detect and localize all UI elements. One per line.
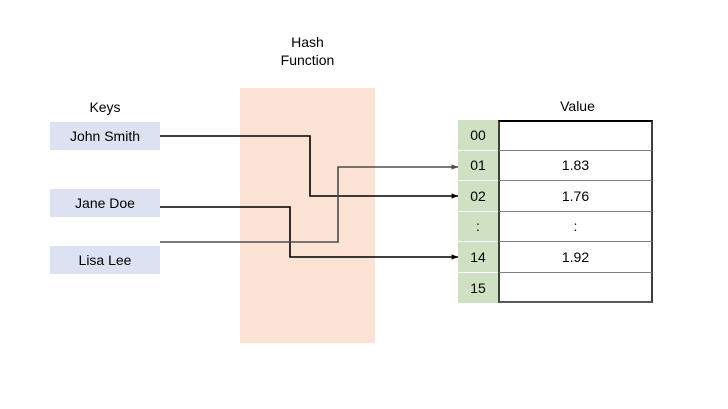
table-row-index: 14 xyxy=(458,242,498,273)
key-box-jane-doe[interactable]: Jane Doe xyxy=(50,189,160,217)
table-row-value: : xyxy=(498,211,653,242)
table-row-index: 02 xyxy=(458,181,498,212)
value-column-header: Value xyxy=(560,98,595,114)
table-row-value: 1.92 xyxy=(498,242,653,273)
table-row-index: 00 xyxy=(458,120,498,151)
table-row-value: 1.76 xyxy=(498,181,653,212)
key-box-john-smith[interactable]: John Smith xyxy=(50,122,160,150)
table-row-value xyxy=(498,120,653,151)
key-box-lisa-lee[interactable]: Lisa Lee xyxy=(50,246,160,274)
table-row-value xyxy=(498,272,653,303)
table-row-index: : xyxy=(458,211,498,242)
hash-table: 00 01 1.83 02 1.76 : : 14 1.92 15 xyxy=(458,120,653,303)
table-row-index: 15 xyxy=(458,272,498,303)
table-row-value: 1.83 xyxy=(498,150,653,181)
hash-function-block xyxy=(240,88,375,343)
table-row-index: 01 xyxy=(458,150,498,181)
keys-column-header: Keys xyxy=(89,99,121,115)
hash-function-label: Hash Function xyxy=(280,34,335,68)
